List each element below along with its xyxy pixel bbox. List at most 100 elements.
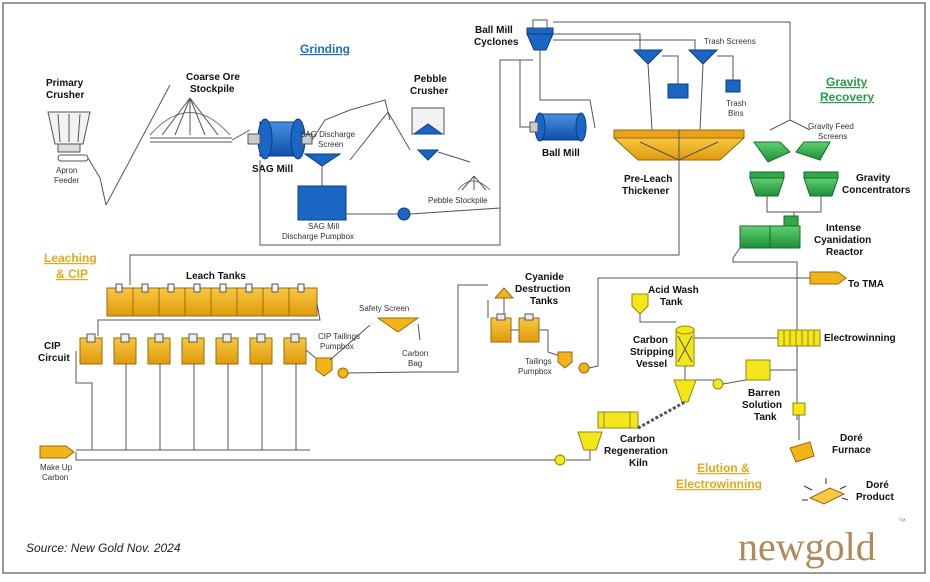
barren-solution-tank bbox=[745, 359, 771, 381]
make-up-carbon-arrow bbox=[39, 445, 75, 459]
section-gravity-1: Gravity bbox=[826, 75, 868, 89]
sag-mill bbox=[247, 118, 313, 160]
cyclone-underflow bbox=[539, 50, 596, 129]
cyclone-to-gravity-line bbox=[553, 21, 791, 110]
section-gravity-2: Recovery bbox=[820, 90, 874, 104]
coarse-ore-label-1: Coarse Ore bbox=[186, 72, 240, 83]
pebble-crusher bbox=[411, 107, 445, 161]
apron-feeder-label-1: Apron bbox=[56, 166, 77, 175]
source-caption: Source: New Gold Nov. 2024 bbox=[26, 541, 181, 555]
trash-screens-label: Trash Screens bbox=[704, 37, 756, 46]
sag-discharge-pumpbox bbox=[297, 185, 347, 221]
trash-box-1 bbox=[667, 83, 689, 99]
tailings-to-cyanide bbox=[347, 284, 488, 374]
intense-label-3: Reactor bbox=[826, 247, 863, 258]
barren-label-1: Barren bbox=[748, 388, 780, 399]
feed-conveyor bbox=[105, 84, 171, 206]
sag-pumpbox-label-2: Discharge Pumpbox bbox=[282, 232, 354, 241]
cip-label-2: Circuit bbox=[38, 353, 70, 364]
dore-product-label-2: Product bbox=[856, 492, 894, 503]
electrowinning-label: Electrowinning bbox=[824, 333, 896, 344]
barren-pump bbox=[712, 378, 724, 390]
make-up-label-1: Make Up bbox=[40, 463, 73, 472]
barren-label-2: Solution bbox=[742, 400, 782, 411]
cip-tailings-pump bbox=[337, 367, 349, 379]
intense-label-1: Intense bbox=[826, 223, 861, 234]
pump-to-cyclones bbox=[409, 59, 533, 215]
section-elution-1: Elution & bbox=[697, 461, 750, 475]
carbon-regeneration-kiln bbox=[577, 411, 639, 451]
sag-screen-label-2: Screen bbox=[318, 140, 343, 149]
ball-mill-cyclones-label-2: Cyclones bbox=[474, 37, 519, 48]
thickener-to-leach bbox=[129, 172, 680, 285]
primary-crusher-label-1: Primary bbox=[46, 78, 84, 89]
trash-bins-label-1: Trash bbox=[726, 99, 746, 108]
logo-trademark: ™ bbox=[898, 517, 906, 526]
gravity-feed-label-1: Gravity Feed bbox=[808, 122, 854, 131]
gravity-feed-label-2: Screens bbox=[818, 132, 847, 141]
cip-tailings-pumpbox bbox=[315, 357, 333, 377]
barren-label-3: Tank bbox=[754, 412, 777, 423]
carbon-regen-label-2: Regeneration bbox=[604, 446, 668, 457]
trash-screen-1 bbox=[632, 49, 664, 65]
leach-tanks-label: Leach Tanks bbox=[186, 271, 246, 282]
trash-bins bbox=[725, 79, 741, 93]
cyanide-label-1: Cyanide bbox=[525, 272, 564, 283]
cip-label-1: CIP bbox=[44, 341, 61, 352]
acid-to-stripping bbox=[639, 314, 676, 323]
dore-product-label-1: Doré bbox=[866, 480, 889, 491]
cyclone-to-trash-screen-2 bbox=[553, 39, 696, 50]
ball-mill-cyclones-label-1: Ball Mill bbox=[475, 25, 513, 36]
ball-mill-return bbox=[519, 60, 530, 128]
carbon-stripping-vessel bbox=[675, 325, 695, 367]
sag-discharge-screen bbox=[303, 153, 342, 167]
dore-furnace-label-2: Furnace bbox=[832, 445, 871, 456]
crusher-to-conveyor bbox=[87, 157, 107, 206]
pre-leach-thickener bbox=[612, 129, 746, 172]
safety-screen-lines bbox=[329, 323, 421, 361]
section-grinding: Grinding bbox=[300, 42, 350, 56]
screen2-to-bins bbox=[717, 55, 734, 80]
carbon-return-pump bbox=[554, 454, 566, 466]
gravity-feed-split bbox=[769, 110, 811, 131]
electrowinning-cell bbox=[777, 329, 821, 347]
pebble-to-stockpile bbox=[437, 151, 471, 163]
ball-mill-label: Ball Mill bbox=[542, 148, 580, 159]
leach-tanks bbox=[106, 283, 318, 317]
sag-screen-label-1: SAG Discharge bbox=[300, 130, 356, 139]
dore-furnace-label-1: Doré bbox=[840, 433, 863, 444]
to-tma-arrow bbox=[809, 271, 847, 285]
kiln-to-pump bbox=[566, 450, 591, 461]
cip-tailings-label-1: CIP Tailings bbox=[318, 332, 360, 341]
ball-mill bbox=[529, 112, 587, 142]
sag-oversize-line bbox=[311, 99, 391, 141]
carbon-regen-label-3: Kiln bbox=[629, 458, 648, 469]
gravity-concentrator-1 bbox=[749, 171, 785, 197]
intense-label-2: Cyanidation bbox=[814, 235, 871, 246]
section-leaching-2: & CIP bbox=[56, 267, 88, 281]
stripping-label-3: Vessel bbox=[636, 359, 667, 370]
dore-product bbox=[802, 478, 849, 505]
coarse-ore-label-2: Stockpile bbox=[190, 84, 235, 95]
dore-furnace bbox=[789, 441, 815, 463]
safety-screen bbox=[376, 317, 420, 333]
cip-tailings-label-2: Pumpbox bbox=[320, 342, 354, 351]
cyanide-label-3: Tanks bbox=[530, 296, 559, 307]
cip-carbon-lines bbox=[75, 351, 297, 450]
pre-leach-label-1: Pre-Leach bbox=[624, 174, 672, 185]
tailings-pumpbox bbox=[557, 351, 573, 369]
screen1-underflow bbox=[647, 63, 653, 131]
acid-wash-label-2: Tank bbox=[660, 297, 683, 308]
carbon-bag-label-1: Carbon bbox=[402, 349, 428, 358]
pebble-stockpile bbox=[457, 175, 491, 191]
stripping-label-2: Stripping bbox=[630, 347, 674, 358]
primary-crusher-label-2: Crusher bbox=[46, 90, 84, 101]
pebble-crusher-label-1: Pebble bbox=[414, 74, 447, 85]
screen1-to-box bbox=[662, 55, 679, 84]
safety-screen-label: Safety Screen bbox=[359, 304, 409, 313]
gravity-feed-screen-1 bbox=[753, 141, 791, 163]
tailings-pumpbox-label-2: Pumpbox bbox=[518, 367, 552, 376]
cyanide-destruction-tanks bbox=[490, 313, 540, 343]
